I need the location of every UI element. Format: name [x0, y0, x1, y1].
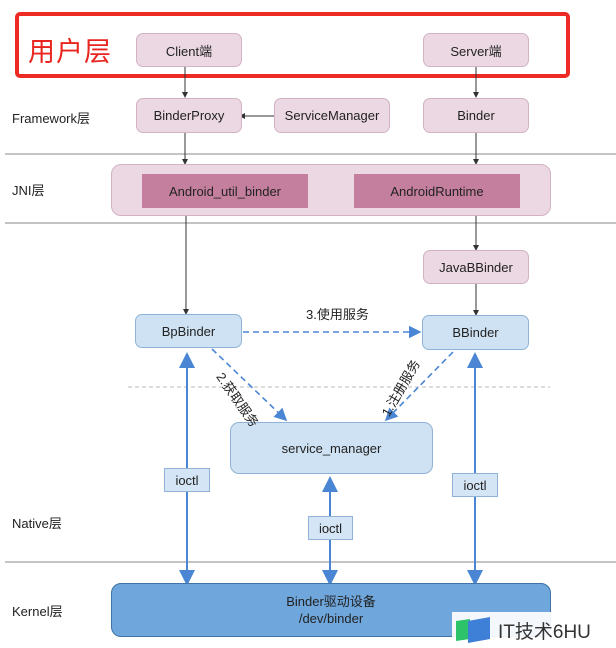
- bpbinder-label: BpBinder: [161, 323, 216, 339]
- separator-jni-native: [5, 222, 616, 224]
- binder-label: Binder: [457, 108, 495, 123]
- bbinder-node: BBinder: [422, 315, 529, 350]
- javabbinder-node: JavaBBinder: [423, 250, 529, 284]
- binderproxy-label: BinderProxy: [153, 108, 225, 123]
- client-label: Client端: [165, 43, 213, 59]
- ioctl-right-label: ioctl: [463, 477, 487, 493]
- server-node: Server端: [423, 33, 529, 67]
- binder-driver-title: Binder驱动设备: [286, 594, 376, 609]
- servicemanager-node: ServiceManager: [274, 98, 390, 133]
- binderproxy-node: BinderProxy: [136, 98, 242, 133]
- layer-label-jni: JNI层: [12, 183, 45, 198]
- binder-driver-path: /dev/binder: [298, 611, 364, 626]
- android-util-binder-node: Android_util_binder: [142, 174, 308, 208]
- separator-native-kernel: [5, 561, 616, 563]
- client-node: Client端: [136, 33, 242, 67]
- layer-label-user: 用户层: [28, 37, 112, 67]
- binder-node: Binder: [423, 98, 529, 133]
- javabbinder-label: JavaBBinder: [439, 259, 513, 275]
- ioctl-middle-node: ioctl: [308, 516, 353, 540]
- label-use-service: 3.使用服务: [306, 307, 369, 322]
- ioctl-right-node: ioctl: [452, 473, 498, 497]
- android-runtime-node: AndroidRuntime: [354, 174, 520, 208]
- edge-register-service: [384, 351, 454, 422]
- watermark-text: IT技术6HU: [498, 621, 591, 643]
- bbinder-label: BBinder: [452, 325, 499, 340]
- server-label: Server端: [450, 43, 502, 59]
- android-runtime-label: AndroidRuntime: [390, 183, 484, 199]
- layer-label-framework: Framework层: [12, 111, 91, 126]
- edge-get-service: [211, 348, 288, 422]
- layer-label-native: Native层: [12, 516, 62, 531]
- service-manager-native-label: service_manager: [281, 440, 382, 456]
- watermark-logo-icon: [456, 617, 490, 643]
- separator-framework-jni: [5, 153, 616, 155]
- ioctl-left-node: ioctl: [164, 468, 210, 492]
- ioctl-middle-label: ioctl: [318, 520, 343, 536]
- watermark: IT技术6HU: [452, 612, 616, 648]
- service-manager-native-node: service_manager: [230, 422, 433, 474]
- servicemanager-label: ServiceManager: [284, 108, 380, 123]
- layer-label-kernel: Kernel层: [12, 604, 63, 619]
- android-util-binder-label: Android_util_binder: [168, 183, 282, 199]
- ioctl-left-label: ioctl: [175, 472, 199, 488]
- bpbinder-node: BpBinder: [135, 314, 242, 348]
- user-layer-highlight: [15, 12, 570, 78]
